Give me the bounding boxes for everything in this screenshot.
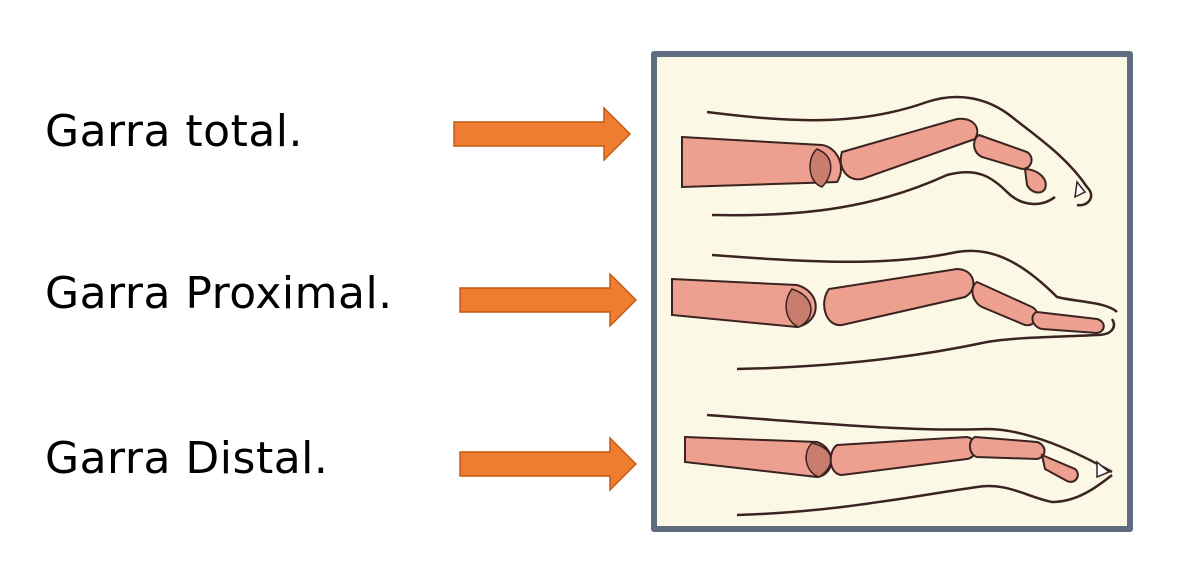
right-arrow-icon [459, 436, 638, 492]
label-garra-total: Garra total. [45, 106, 304, 157]
finger-illustration [671, 95, 1118, 517]
label-garra-distal: Garra Distal. [45, 433, 329, 484]
right-arrow-icon [459, 272, 638, 328]
label-garra-proximal: Garra Proximal. [45, 268, 393, 319]
finger-garra-proximal [671, 249, 1118, 371]
finger-garra-distal [684, 413, 1113, 517]
right-arrow-icon [453, 106, 632, 162]
finger-illustration-panel [651, 51, 1133, 532]
finger-garra-total [681, 95, 1093, 217]
